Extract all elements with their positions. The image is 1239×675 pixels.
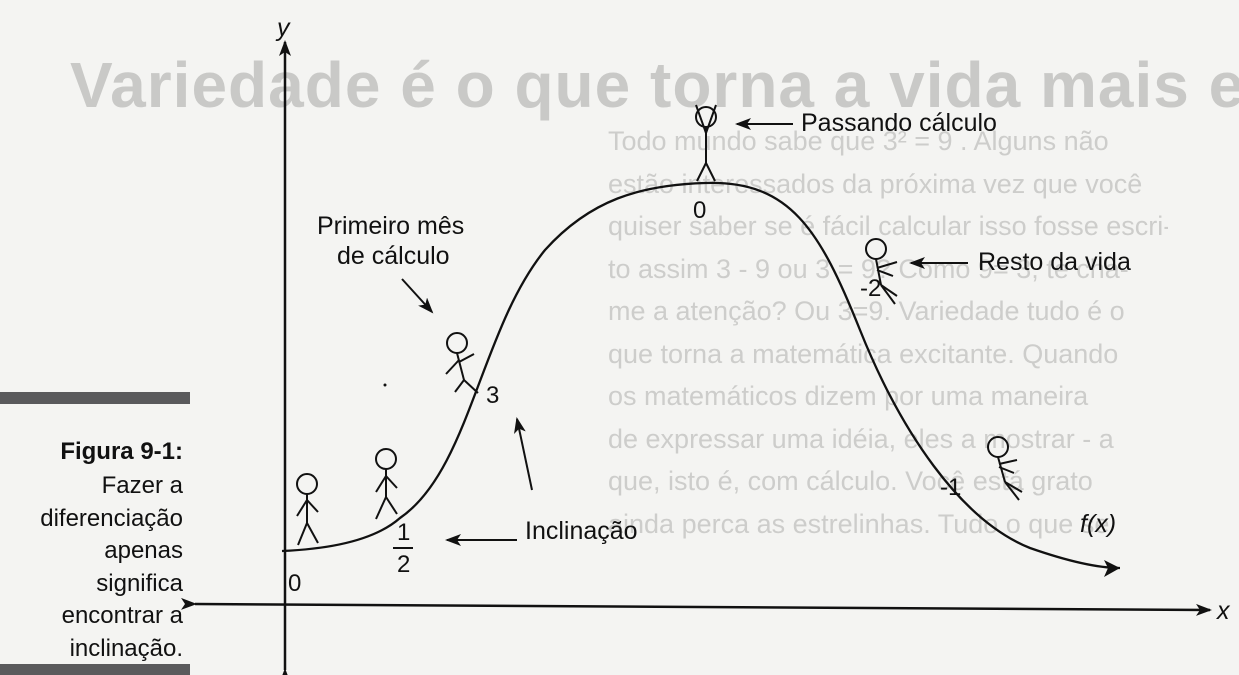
stick-figure-rest-of-life <box>865 238 898 305</box>
slope-value-start-denominator: 2 <box>397 551 411 578</box>
first-month-label-2: de cálculo <box>337 242 450 270</box>
first-month-arrow <box>401 278 434 314</box>
origin-label: 0 <box>288 570 302 597</box>
slope-value-start-numerator: 1 <box>397 519 411 546</box>
function-curve <box>281 181 1121 570</box>
caption-top-bar <box>0 392 190 404</box>
x-axis-label: x <box>1217 597 1230 625</box>
caption-line: Fazer a <box>101 472 183 499</box>
caption-line: inclinação. <box>69 634 183 662</box>
slope-value-climbing: 3 <box>486 382 500 409</box>
slope-value-end: -1 <box>940 474 962 501</box>
caption-line: encontrar a <box>61 602 183 629</box>
caption-line: significa <box>96 569 183 597</box>
stick-figure-start <box>296 473 319 546</box>
slope-value-descending: -2 <box>860 275 882 302</box>
stick-figure-climbing <box>445 332 479 394</box>
curve-dot <box>383 383 387 387</box>
x-axis <box>180 597 1212 616</box>
figure-caption: Fazer a diferenciação apenas significa e… <box>0 470 183 665</box>
y-axis-label: y <box>277 14 290 42</box>
slope-value-top: 0 <box>693 197 707 224</box>
stick-figure-end <box>987 436 1023 501</box>
slope-arrow <box>514 417 533 491</box>
caption-bottom-bar <box>0 664 190 675</box>
stick-figure-top <box>695 104 717 182</box>
curve-end-arrowhead <box>1104 560 1120 577</box>
curve-label: f(x) <box>1080 510 1117 538</box>
slope-label: Inclinação <box>525 517 638 545</box>
first-month-label: Primeiro mês <box>317 212 465 240</box>
rest-of-life-label: Resto da vida <box>978 248 1131 276</box>
figure-label: Figura 9-1: <box>60 438 183 465</box>
caption-line: diferenciação <box>40 504 183 532</box>
figure-caption-block: Figura 9-1: Fazer a diferenciação apenas… <box>0 392 205 675</box>
stick-figure-walking <box>375 448 398 520</box>
passing-label: Passando cálculo <box>801 109 997 137</box>
caption-line: apenas <box>104 537 183 564</box>
